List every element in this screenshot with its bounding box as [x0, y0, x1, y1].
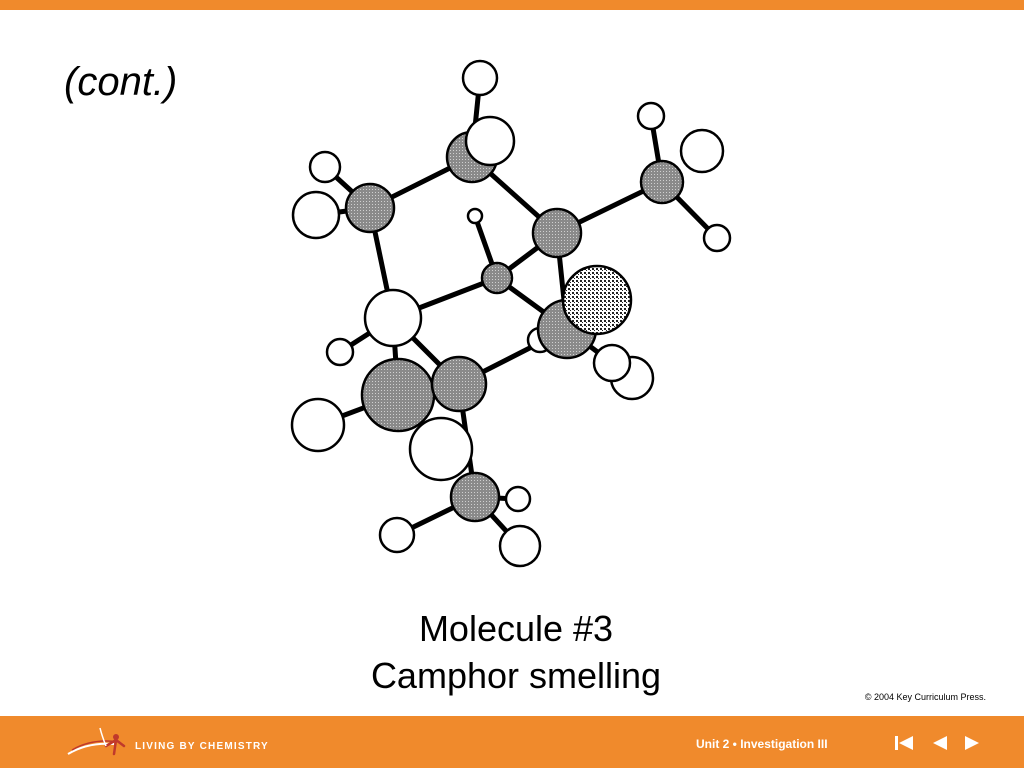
hydrogen-atom	[378, 516, 416, 554]
living-by-chemistry-logo-icon	[67, 727, 126, 756]
hydrogen-atom	[464, 115, 516, 167]
brand-name: LIVING BY CHEMISTRY	[135, 741, 269, 752]
camphor-molecule-diagram	[290, 59, 732, 568]
molecule-caption-title: Molecule #3	[418, 608, 614, 649]
molecule-caption-subtitle: Camphor smelling	[370, 655, 662, 696]
oxygen-atom	[561, 264, 633, 336]
top-accent-bar	[0, 0, 1024, 10]
hydrogen-atom	[504, 485, 532, 513]
hydrogen-atom	[308, 150, 342, 184]
slide-heading: (cont.)	[64, 60, 178, 104]
carbon-atom	[531, 207, 583, 259]
triangle-right-icon	[965, 736, 979, 750]
carbon-atom	[480, 261, 514, 295]
hydrogen-atom	[498, 524, 542, 568]
carbon-atom	[449, 471, 501, 523]
copyright-notice: © 2004 Key Curriculum Press.	[864, 692, 986, 702]
footer-bar: LIVING BY CHEMISTRY Unit 2 • Investigati…	[0, 716, 1024, 768]
skip-to-first-icon	[895, 736, 913, 750]
hydrogen-atom	[679, 128, 725, 174]
carbon-atom	[344, 182, 396, 234]
hydrogen-atom	[290, 397, 346, 453]
hydrogen-atom	[702, 223, 732, 253]
previous-slide-button[interactable]	[930, 734, 950, 752]
hydrogen-atom	[592, 343, 632, 383]
next-slide-button[interactable]	[962, 734, 982, 752]
hydrogen-atom	[461, 59, 499, 97]
hydrogen-atom	[466, 207, 484, 225]
triangle-left-icon	[933, 736, 947, 750]
hydrogen-atom	[363, 288, 423, 348]
breadcrumb: Unit 2 • Investigation III	[696, 737, 828, 751]
carbon-atom	[430, 355, 488, 413]
first-slide-button[interactable]	[894, 734, 914, 752]
carbon-atom	[360, 357, 436, 433]
hydrogen-atom	[325, 337, 355, 367]
hydrogen-atom	[408, 416, 474, 482]
carbon-atom	[639, 159, 685, 205]
hydrogen-atom	[636, 101, 666, 131]
hydrogen-atom	[291, 190, 341, 240]
